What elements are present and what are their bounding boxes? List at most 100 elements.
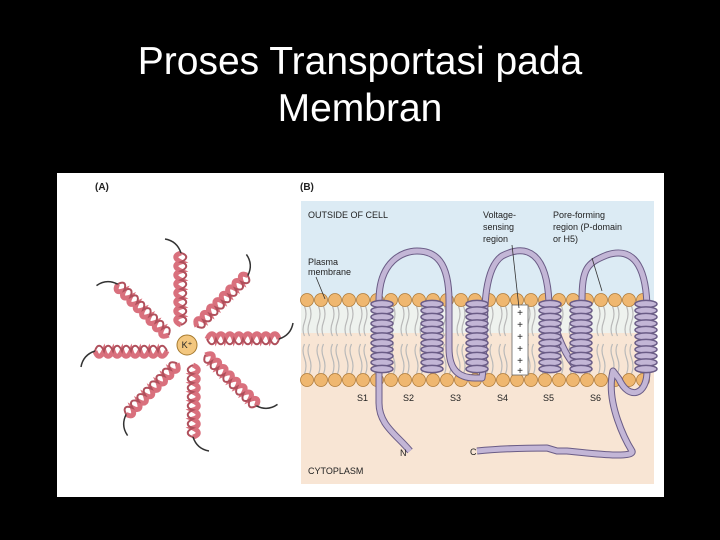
panel-a: (A) K⁺ (81, 182, 293, 451)
lipid-tail (489, 343, 494, 375)
pore-forming-label-2: region (P-domain (553, 222, 622, 232)
lipid-tail (629, 343, 634, 375)
slide-title: Proses Transportasi pada Membran (0, 38, 720, 132)
lipid-tail (456, 343, 461, 375)
helix-turn (465, 364, 489, 374)
lipid-head (342, 293, 356, 307)
lipid-tail (414, 305, 419, 337)
lipid-head (524, 373, 538, 387)
lipid-head (552, 373, 566, 387)
lipid-tail (391, 305, 396, 337)
n-terminus-label: N (400, 448, 407, 458)
segment-label-s2: S2 (403, 393, 414, 403)
lipid-tail (302, 305, 307, 337)
svg-text:+: + (517, 320, 523, 331)
lipid-head (524, 293, 538, 307)
lipid-head (328, 293, 342, 307)
lipid-head (300, 293, 314, 307)
helix-turn (634, 364, 658, 374)
segment-label-s1: S1 (357, 393, 368, 403)
panel-a-label: (A) (95, 182, 109, 193)
lipid-tail (349, 343, 354, 375)
lipid-tail (363, 343, 368, 375)
lipid-head (426, 373, 440, 387)
lipid-tail (456, 305, 461, 337)
lipid-tail (601, 305, 606, 337)
figure-canvas: (A) K⁺ (B) (57, 182, 658, 484)
lipid-head (454, 293, 468, 307)
svg-text:+: + (517, 332, 523, 343)
lipid-head (300, 373, 314, 387)
lipid-head (440, 373, 454, 387)
lipid-tail (330, 305, 335, 337)
lipid-tail (321, 343, 326, 375)
lipid-tail (503, 343, 508, 375)
pore-forming-label-3: or H5) (553, 234, 578, 244)
lipid-tail (461, 305, 466, 337)
helix-turn (420, 364, 444, 374)
svg-text:+: + (517, 308, 523, 319)
lipid-head (496, 293, 510, 307)
lipid-head (496, 373, 510, 387)
segment-label-s4: S4 (497, 393, 508, 403)
svg-text:+: + (517, 356, 523, 367)
lipid-tail (615, 305, 620, 337)
lipid-tail (503, 305, 508, 337)
transmembrane-helices (370, 299, 658, 374)
lipid-head (566, 373, 580, 387)
lipid-head (594, 373, 608, 387)
lipid-tail (414, 343, 419, 375)
lipid-head (314, 293, 328, 307)
lipid-tail (624, 343, 629, 375)
lipid-tail (498, 305, 503, 337)
s4-charges: + + + + + + (511, 304, 529, 377)
segment-label-s5: S5 (543, 393, 554, 403)
lipid-tail (344, 305, 349, 337)
lipid-tail (461, 343, 466, 375)
lipid-head (608, 293, 622, 307)
slide-title-line-1: Proses Transportasi pada (137, 40, 583, 83)
lipid-tail (531, 343, 536, 375)
lipid-tail (531, 305, 536, 337)
lipid-tail (330, 343, 335, 375)
lipid-tail (344, 343, 349, 375)
outside-of-cell-label: OUTSIDE OF CELL (308, 210, 388, 220)
voltage-sensing-label-1: Voltage- (483, 210, 516, 220)
voltage-sensing-label-2: sensing (483, 222, 514, 232)
lipid-head (356, 373, 370, 387)
c-terminus-label: C (470, 447, 477, 457)
svg-text:+: + (517, 366, 523, 377)
potassium-ion (176, 334, 198, 356)
lipid-tail (405, 343, 410, 375)
lipid-tail (489, 305, 494, 337)
lipid-tail (358, 343, 363, 375)
potassium-ion-label: K⁺ (182, 340, 193, 350)
lipid-head (580, 373, 594, 387)
lipid-head (356, 293, 370, 307)
lipid-tail (596, 343, 601, 375)
leader-lines (315, 244, 603, 309)
helix-turn (370, 364, 394, 374)
panel-b: (B) + + + + + + OUTSI (300, 182, 658, 484)
helix-turn (538, 364, 562, 374)
segment-label-s3: S3 (450, 393, 461, 403)
lipid-tail (363, 305, 368, 337)
lipid-tail (596, 305, 601, 337)
lipid-head (510, 293, 524, 307)
lipid-head (398, 293, 412, 307)
lipid-head (594, 293, 608, 307)
lipid-head (314, 373, 328, 387)
lipid-tail (358, 305, 363, 337)
lipid-tail (335, 343, 340, 375)
pore-forming-label-1: Pore-forming (553, 210, 605, 220)
lipid-tail (400, 343, 405, 375)
lipid-tail (302, 343, 307, 375)
lipid-tail (400, 305, 405, 337)
lipid-tail (615, 343, 620, 375)
lipid-tail (349, 305, 354, 337)
slide-title-line-2: Membran (277, 87, 443, 130)
plasma-membrane-label-2: membrane (308, 267, 351, 277)
lipid-head (398, 373, 412, 387)
svg-text:+: + (517, 344, 523, 355)
lipid-tail (307, 305, 312, 337)
